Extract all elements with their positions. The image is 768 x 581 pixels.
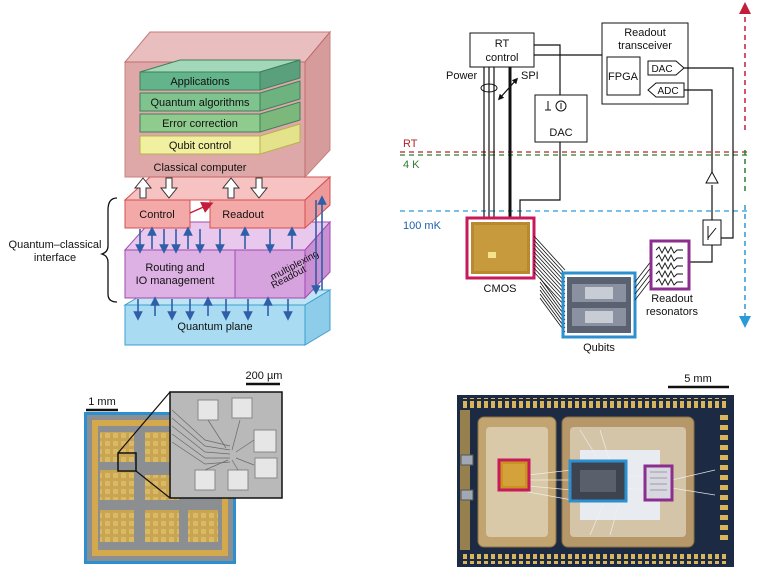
zoom-inset-pads bbox=[194, 397, 278, 491]
power-label: Power bbox=[446, 70, 478, 82]
layer-error-correction: Error correction bbox=[162, 118, 238, 130]
quantum-plane-label: Quantum plane bbox=[177, 321, 252, 333]
rt-level-label: RT bbox=[403, 138, 418, 150]
spi-label: SPI bbox=[521, 70, 539, 82]
readout-label: Readout bbox=[222, 209, 264, 221]
routing-block: Routing and IO management Readout multip… bbox=[123, 220, 332, 300]
interface-bracket: Quantum–classical interface bbox=[9, 197, 118, 303]
pcb-pads-bottom bbox=[462, 554, 729, 564]
signal-arrows bbox=[133, 195, 327, 321]
scale-label-5mm: 5 mm bbox=[684, 373, 712, 385]
scale-label-200um: 200 µm bbox=[246, 370, 283, 382]
dac-label: DAC bbox=[549, 127, 572, 139]
transceiver-label-line2: transceiver bbox=[618, 40, 672, 52]
cmos-qubit-wire-bundle bbox=[533, 235, 566, 333]
rx-adc-label: ADC bbox=[657, 86, 678, 97]
scale-label-1mm: 1 mm bbox=[88, 396, 116, 408]
classical-computer-block: Applications Quantum algorithms Error co… bbox=[123, 30, 332, 179]
control-label: Control bbox=[139, 209, 174, 221]
wire-bonds bbox=[527, 429, 716, 536]
resonators-label-line1: Readout bbox=[651, 293, 693, 305]
amplifier-icon bbox=[705, 170, 719, 184]
classical-computer-label: Classical computer bbox=[154, 162, 247, 174]
zoom-region-box bbox=[117, 452, 137, 472]
side-connectors bbox=[460, 454, 474, 501]
chip-photo: 1 mm 200 µm bbox=[84, 370, 283, 564]
routing-label-line2: IO management bbox=[136, 275, 215, 287]
rt-to-cmos-wires bbox=[483, 44, 602, 218]
transceiver-label-line1: Readout bbox=[624, 27, 666, 39]
rt-control-box bbox=[469, 32, 535, 68]
layer-quantum-algorithms: Quantum algorithms bbox=[150, 97, 250, 109]
quantum-plane-block: Quantum plane bbox=[123, 289, 332, 346]
resonator-coils bbox=[655, 245, 683, 287]
cmos-label: CMOS bbox=[484, 283, 517, 295]
interface-label-line2: interface bbox=[34, 252, 76, 264]
software-layers: Applications Quantum algorithms Error co… bbox=[139, 59, 301, 155]
resonators-label-line2: resonators bbox=[646, 306, 698, 318]
resonators-highlight bbox=[643, 464, 674, 502]
white-arrows bbox=[133, 177, 269, 199]
4k-level-label: 4 K bbox=[403, 159, 420, 171]
schematic-diagram: RT 4 K 100 mK RT control Power SPI bbox=[400, 2, 751, 354]
rx-adc-block bbox=[647, 82, 685, 98]
qubits-label: Qubits bbox=[583, 342, 615, 354]
layer-applications: Applications bbox=[170, 76, 230, 88]
layer-qubit-control: Qubit control bbox=[169, 140, 231, 152]
chip-pad-clusters bbox=[92, 420, 228, 556]
assembly-photo: 5 mm bbox=[457, 373, 734, 567]
rt-control-label-line2: control bbox=[485, 52, 518, 64]
100mk-level-label: 100 mK bbox=[403, 220, 442, 232]
interface-label-line1: Quantum–classical bbox=[9, 239, 102, 251]
control-readout-link bbox=[189, 201, 214, 214]
fpga-label: FPGA bbox=[608, 71, 639, 83]
stack-diagram: Quantum plane Routing and IO management … bbox=[9, 30, 332, 346]
qubits-frame bbox=[561, 271, 637, 339]
pcb-pads-top bbox=[462, 398, 729, 408]
tx-dac-label: DAC bbox=[651, 64, 672, 75]
readout-wires bbox=[684, 67, 734, 263]
dac-current-source-icon bbox=[555, 100, 567, 112]
rt-control-label-line1: RT bbox=[495, 38, 510, 50]
routing-label-line1: Routing and bbox=[145, 262, 204, 274]
tx-dac-block bbox=[647, 60, 685, 76]
dac-box bbox=[534, 94, 588, 143]
fpga-box bbox=[606, 56, 641, 96]
